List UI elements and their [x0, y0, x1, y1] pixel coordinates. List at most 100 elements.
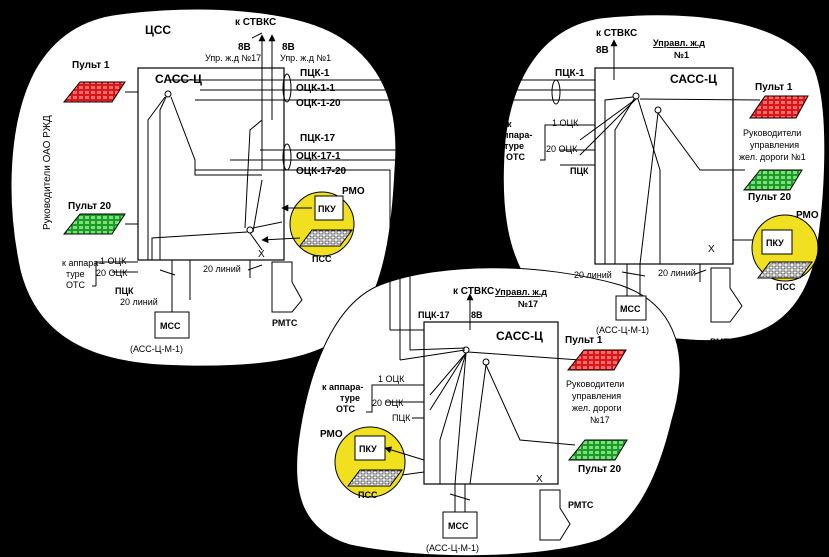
- bottom-mss-sub: (АСС-Ц-М-1): [426, 543, 479, 553]
- bottom-mss-label: МСС: [448, 521, 469, 531]
- right-otc-2: аппара-: [498, 130, 532, 140]
- bottom-pss-label: ПСС: [358, 490, 378, 500]
- right-sass-label: САСС-Ц: [670, 72, 717, 86]
- line-ock-1-1: ОЦК-1-1: [296, 83, 335, 94]
- line-ock-17-20: ОЦК-17-20: [296, 166, 347, 177]
- right-rmo-label: РМО: [796, 210, 819, 221]
- right-1ock: 1 ОЦК: [552, 118, 579, 128]
- line-pck-17: ПЦК-17: [300, 133, 335, 144]
- bottom-rmts: [539, 489, 571, 541]
- left-otc-label-1: к аппара-: [62, 258, 101, 268]
- bottom-otc-1: к аппара-: [322, 382, 363, 392]
- left-otc-1ock: 1 ОЦК: [100, 256, 127, 266]
- bottom-upr-label: Управл. ж.д: [495, 287, 547, 297]
- right-pult20-label: Пульт 20: [748, 192, 791, 203]
- right-rukovod-2: управления: [750, 140, 799, 150]
- bottom-pult20-green[interactable]: [567, 439, 628, 461]
- right-pult20-green[interactable]: [742, 169, 803, 191]
- line-ock-17-1: ОЦК-17-1: [296, 151, 341, 162]
- bottom-pck17-label: ПЦК-17: [418, 310, 450, 320]
- left-20lines-a: 20 линий: [120, 297, 158, 307]
- left-mss-box[interactable]: [154, 311, 190, 339]
- right-mss-box[interactable]: [615, 295, 647, 321]
- left-8b-label-1: 8В: [238, 42, 251, 53]
- right-stvks-label: к СТВКС: [596, 28, 637, 39]
- bottom-otc-3: ОТС: [336, 404, 355, 414]
- bottom-mss-box[interactable]: [442, 511, 478, 539]
- right-pss-keyboard[interactable]: [757, 261, 813, 279]
- line-pck-1: ПЦК-1: [300, 68, 330, 79]
- right-upr-num: №1: [674, 50, 689, 60]
- left-switch-lines: [147, 90, 283, 260]
- bottom-upr-num: №17: [518, 299, 538, 309]
- left-stvks-label: к СТВКС: [235, 17, 276, 28]
- right-sass-box: [594, 67, 734, 265]
- bottom-1ock: 1 ОЦК: [378, 374, 405, 384]
- left-upr17-label: Упр. ж.д №17: [205, 53, 261, 63]
- bottom-rukovod-2: управления: [572, 391, 621, 401]
- left-pku-label: ПКУ: [318, 204, 336, 214]
- right-pku-label: ПКУ: [766, 238, 784, 248]
- left-20lines-b: 20 линий: [203, 264, 241, 274]
- bottom-pult1-red[interactable]: [566, 349, 627, 371]
- right-region-cloud: [502, 14, 826, 342]
- line-ock-1-20: ОЦК-1-20: [296, 98, 341, 109]
- bottom-8b-label: 8В: [471, 310, 483, 320]
- right-rukovod-1: Руководители: [743, 128, 801, 138]
- right-otc-1: к: [507, 119, 512, 129]
- bottom-rukovod-3: жел. дороги: [572, 403, 622, 413]
- left-pult20-green[interactable]: [62, 213, 126, 235]
- right-rmts: [710, 267, 743, 323]
- bottom-rukovod-1: Руководители: [566, 379, 624, 389]
- bottom-pku-box[interactable]: [354, 435, 386, 461]
- right-pss-label: ПСС: [776, 282, 796, 292]
- right-pck1-label: ПЦК-1: [555, 68, 585, 79]
- bottom-pss-keyboard[interactable]: [347, 469, 403, 487]
- css-title: ЦСС: [145, 23, 171, 37]
- left-pss-label: ПСС: [312, 254, 332, 264]
- left-otc-20ock: 20 ОЦК: [96, 268, 128, 278]
- bottom-rukovod-4: №17: [590, 415, 610, 425]
- bottom-box-x: X: [536, 474, 543, 485]
- left-pult1-label: Пульт 1: [72, 60, 110, 71]
- right-box-x: X: [708, 244, 715, 255]
- right-otc-3: туре: [504, 141, 524, 151]
- left-8b-label-2: 8В: [282, 42, 295, 53]
- right-switch-lines: [579, 92, 762, 265]
- bottom-pult20-label: Пульт 20: [578, 464, 621, 475]
- bottom-pult1-label: Пульт 1: [565, 335, 603, 346]
- right-rukovod-3: жел. дороги №1: [739, 152, 806, 162]
- left-mss-label: МСС: [160, 321, 181, 331]
- left-pult1-red[interactable]: [62, 81, 126, 103]
- left-sass-label: САСС-Ц: [155, 72, 202, 86]
- right-20lines-b: 20 линий: [658, 268, 696, 278]
- left-pck-label: ПЦК: [115, 286, 134, 296]
- left-pku-box[interactable]: [314, 195, 344, 221]
- right-pult1-label: Пульт 1: [755, 82, 793, 93]
- left-rmts: [271, 261, 303, 313]
- right-20lines-a: 20 линий: [574, 270, 612, 280]
- bottom-rmts-label: РМТС: [568, 500, 594, 510]
- bottom-pku-label: ПКУ: [359, 444, 377, 454]
- left-mss-sub: (АСС-Ц-М-1): [130, 344, 183, 354]
- bottom-otc-2: туре: [340, 393, 360, 403]
- left-vertical-label: Руководители ОАО РЖД: [42, 115, 53, 230]
- left-pss-keyboard[interactable]: [299, 229, 353, 247]
- right-mss-label: МСС: [620, 304, 641, 314]
- bottom-sass-box: [423, 321, 559, 485]
- right-pult1-red[interactable]: [749, 95, 809, 119]
- right-upr-label: Управл. ж.д: [653, 38, 705, 48]
- right-pck: ПЦК: [570, 166, 589, 176]
- left-pult20-label: Пульт 20: [68, 201, 111, 212]
- bottom-rmo-label: РМО: [320, 429, 343, 440]
- bottom-20ock: 20 ОЦК: [372, 398, 404, 408]
- right-pku-box[interactable]: [761, 229, 793, 255]
- left-bus-lines: [170, 79, 595, 360]
- bottom-pck: ПЦК: [392, 413, 411, 423]
- bottom-sass-label: САСС-Ц: [496, 329, 543, 343]
- left-otc-label-3: ОТС: [66, 280, 85, 290]
- right-8b-label: 8В: [596, 45, 609, 56]
- left-region-cloud: [10, 8, 397, 367]
